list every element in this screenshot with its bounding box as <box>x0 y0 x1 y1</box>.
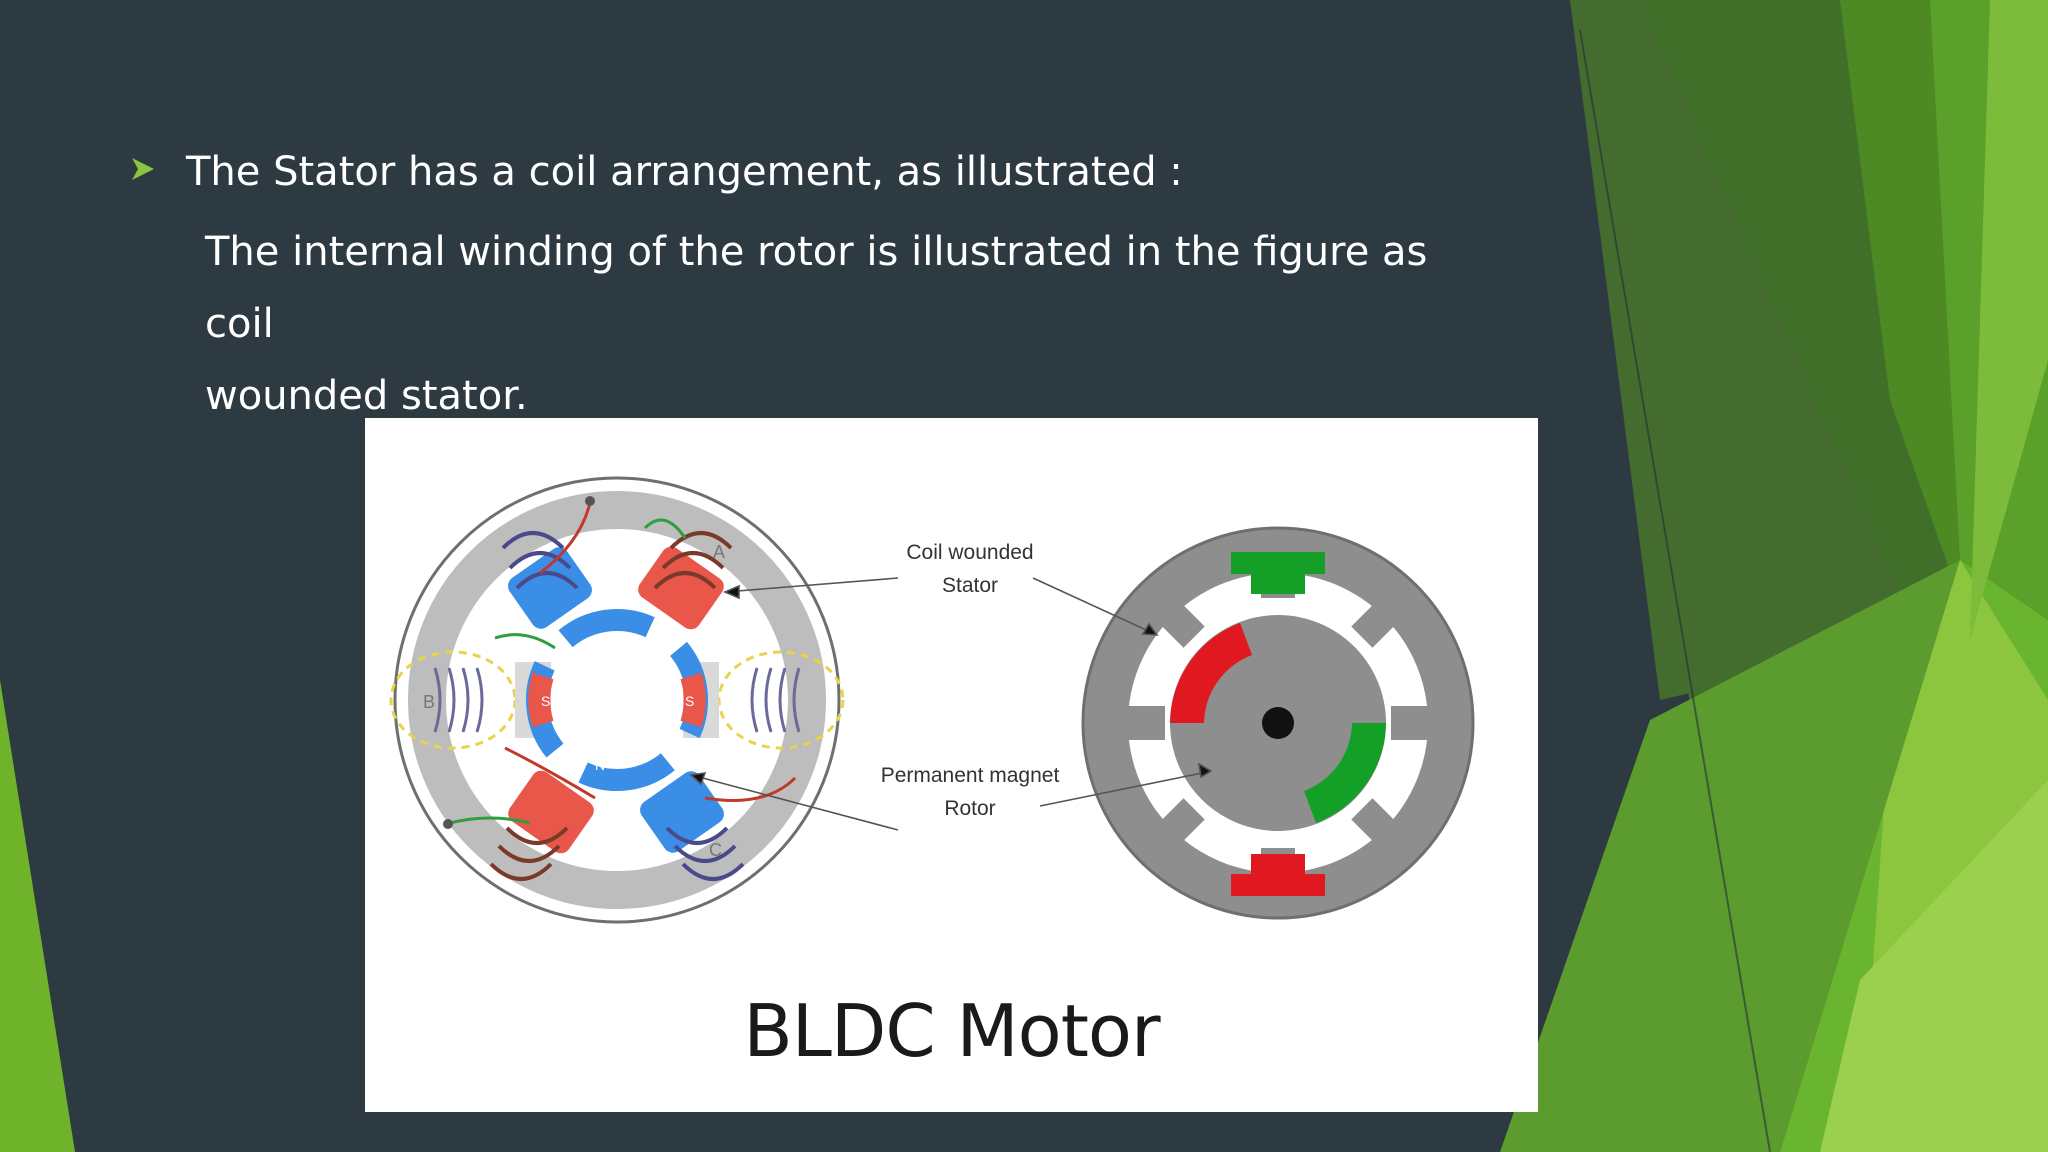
coil-bottom-right <box>640 771 745 881</box>
pole-label-s-right: S <box>685 693 694 709</box>
bldc-motor-figure: A B C N N S S <box>365 418 1538 1112</box>
callout-stator: Coil wounded Stator <box>885 536 1055 602</box>
callout-arrows <box>689 577 1213 831</box>
paragraph-line-2: wounded stator. <box>205 373 528 419</box>
pole-label-n-bottom: N <box>595 757 605 773</box>
pole-label-s-left: S <box>541 693 550 709</box>
callout-rotor: Permanent magnet Rotor <box>855 759 1085 825</box>
paragraph-line-1: The internal winding of the rotor is ill… <box>205 229 1428 347</box>
coil-bottom-left <box>489 770 594 881</box>
phase-label-c: C <box>709 840 722 860</box>
left-motor-diagram: A B C N N S S <box>389 476 845 924</box>
paragraph: The internal winding of the rotor is ill… <box>205 216 1505 432</box>
right-motor-diagram <box>1081 526 1475 920</box>
figure-title: BLDC Motor <box>743 989 1160 1073</box>
pole-label-n-top: N <box>610 628 620 644</box>
callout-rotor-line1: Permanent magnet <box>880 764 1060 787</box>
phase-label-a: A <box>713 542 725 562</box>
callout-stator-line1: Coil wounded <box>906 541 1034 564</box>
bullet-text: The Stator has a coil arrangement, as il… <box>186 149 1183 195</box>
coil-top-left <box>501 531 592 629</box>
callout-stator-line2: Stator <box>941 574 999 597</box>
bullet-arrow-icon <box>128 154 158 184</box>
phase-label-b: B <box>423 692 435 712</box>
coil-top-right <box>638 531 733 630</box>
callout-rotor-line2: Rotor <box>944 797 996 820</box>
